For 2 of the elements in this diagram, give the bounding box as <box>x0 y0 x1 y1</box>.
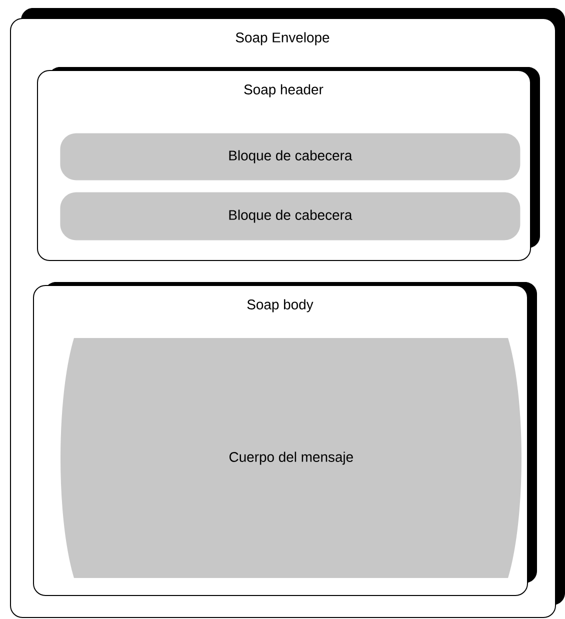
block-box: Bloque de cabecera <box>60 133 520 180</box>
block-box: Bloque de cabecera <box>60 192 520 240</box>
